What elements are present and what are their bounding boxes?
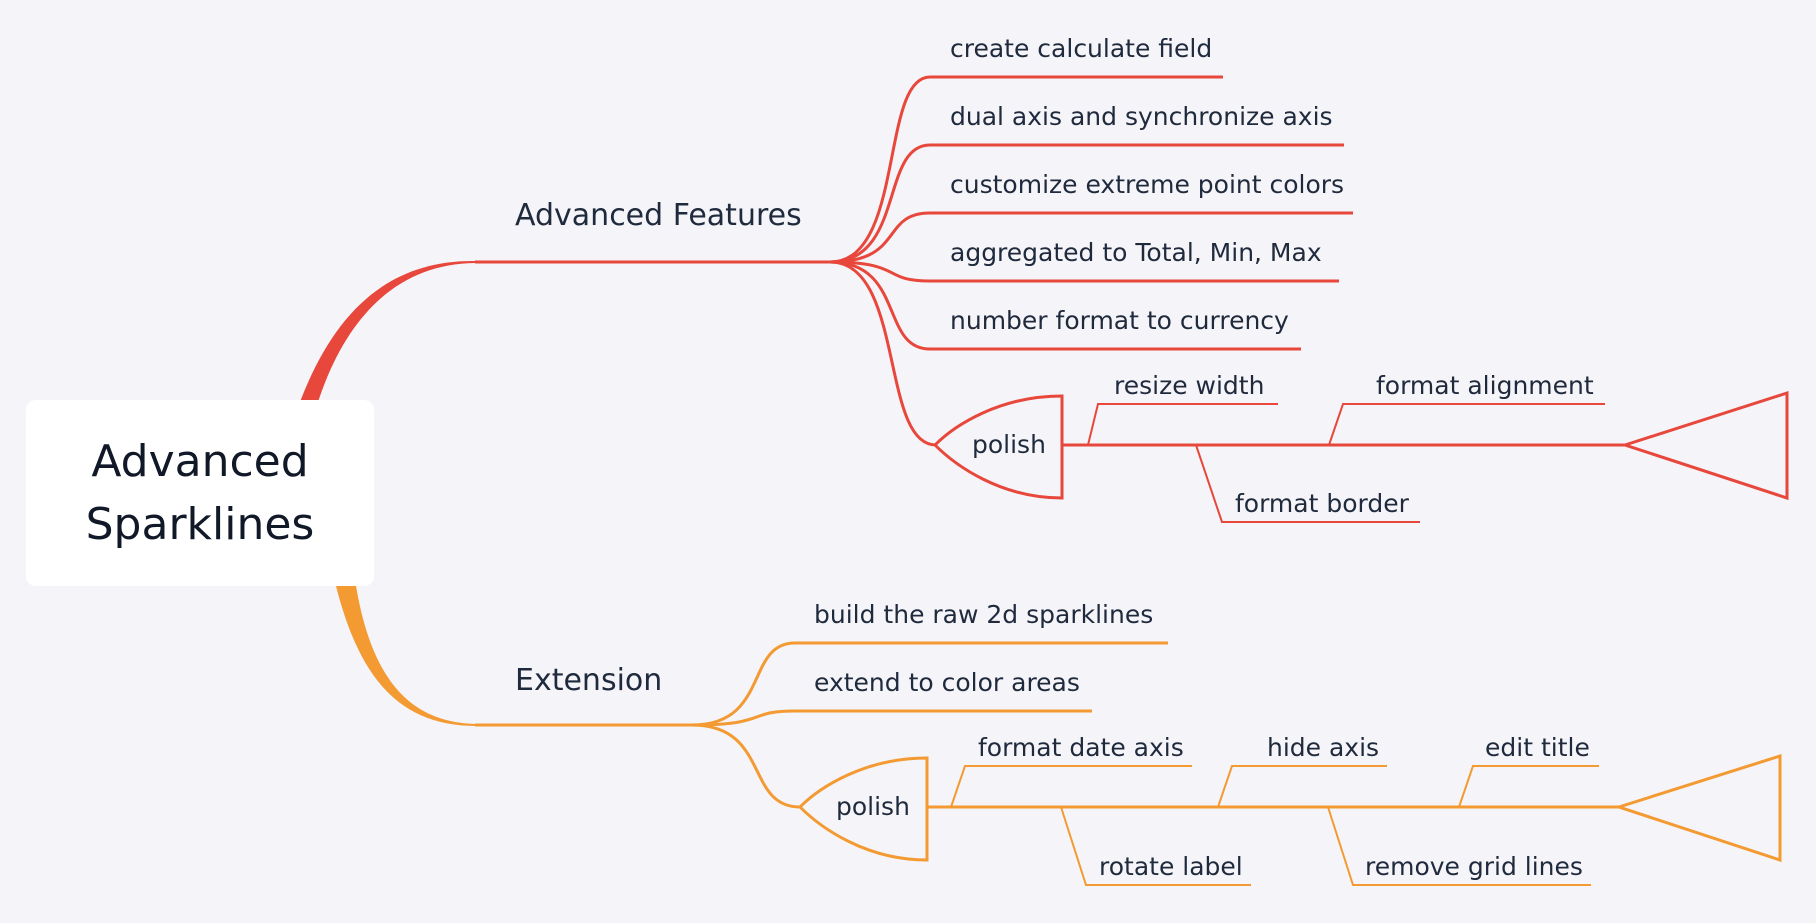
- polish-rib-rotate-label: [1060, 806, 1251, 886]
- root-connector-extension: [336, 586, 475, 726]
- rib-format-border[interactable]: format border: [1235, 489, 1409, 518]
- polish-node-2[interactable]: polish: [836, 792, 910, 821]
- item-connector-1: [829, 75, 1223, 264]
- root-topic[interactable]: Advanced Sparklines: [26, 400, 374, 586]
- rib-format-alignment[interactable]: format alignment: [1376, 371, 1594, 400]
- item-build-raw-sparklines[interactable]: build the raw 2d sparklines: [814, 600, 1154, 629]
- item-connector-3: [829, 211, 1353, 264]
- rib-hide-axis[interactable]: hide axis: [1267, 733, 1380, 762]
- item-connector-5: [829, 260, 1301, 351]
- root-title-line-1: Advanced: [91, 435, 309, 487]
- polish-connector-2: [691, 723, 801, 809]
- item-create-calculate-field[interactable]: create calculate field: [950, 34, 1213, 63]
- polish-rib-edit-title: [1458, 765, 1599, 808]
- polish-rib-hide-axis: [1217, 765, 1387, 808]
- root-title-line-2: Sparklines: [85, 499, 315, 550]
- branch-extension[interactable]: Extension: [515, 663, 663, 698]
- polish-connector-1: [829, 260, 937, 447]
- item-customize-extreme-point-colors[interactable]: customize extreme point colors: [950, 170, 1345, 199]
- item-aggregated[interactable]: aggregated to Total, Min, Max: [950, 238, 1322, 267]
- item-connector-2: [829, 143, 1344, 264]
- root-connector-advanced-features: [300, 260, 475, 402]
- item-number-format[interactable]: number format to currency: [950, 306, 1289, 335]
- rib-remove-grid-lines[interactable]: remove grid lines: [1365, 852, 1583, 881]
- rib-rotate-label[interactable]: rotate label: [1099, 852, 1243, 881]
- polish-tail-2: [1614, 753, 1782, 863]
- rib-resize-width[interactable]: resize width: [1114, 371, 1265, 400]
- rib-edit-title[interactable]: edit title: [1485, 733, 1590, 762]
- polish-node-1[interactable]: polish: [972, 430, 1046, 459]
- polish-shape-2: [797, 756, 929, 862]
- polish-rib-format-border: [1195, 444, 1420, 523]
- polish-rib-format-alignment: [1328, 403, 1605, 446]
- polish-tail-1: [1620, 390, 1789, 501]
- polish-rib-resize-width: [1087, 403, 1278, 446]
- rib-format-date-axis[interactable]: format date axis: [978, 733, 1184, 762]
- item-connector-ext-1: [691, 641, 1168, 727]
- item-connector-4: [829, 260, 1339, 283]
- polish-rib-remove-grid-lines: [1327, 806, 1591, 886]
- item-connector-ext-2: [691, 709, 1092, 727]
- item-dual-axis[interactable]: dual axis and synchronize axis: [950, 102, 1333, 131]
- polish-rib-format-date-axis: [950, 765, 1192, 808]
- polish-shape-1: [932, 394, 1064, 500]
- branch-advanced-features[interactable]: Advanced Features: [515, 198, 802, 233]
- item-extend-color-areas[interactable]: extend to color areas: [814, 668, 1080, 697]
